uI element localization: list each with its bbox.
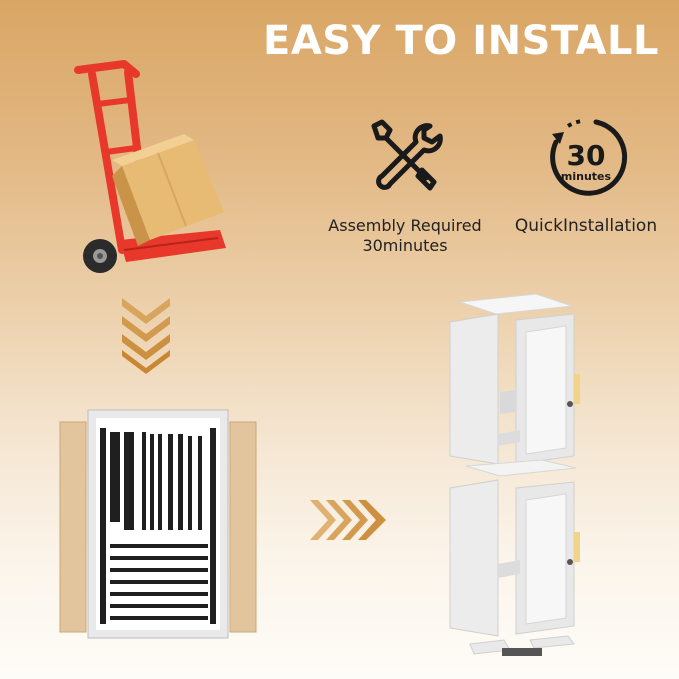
cardboard-box (112, 134, 224, 246)
down-arrow-chevrons (122, 298, 170, 374)
unboxed-parts-illustration (59, 409, 257, 639)
cabinet-lower-section (449, 479, 580, 637)
hand-truck-illustration (74, 60, 226, 273)
cabinet-top-panel (459, 293, 573, 315)
cart-wheel (83, 239, 117, 273)
quick-installation-label: QuickInstallation (514, 216, 658, 236)
timer-badge-number: 30 (567, 139, 606, 172)
assembly-label-line2: 30minutes (362, 236, 448, 255)
exploded-cabinet-illustration (449, 293, 580, 656)
cabinet-upper-section (449, 313, 580, 465)
cardboard-flap-right (230, 422, 256, 632)
cabinet-base (469, 635, 575, 656)
cardboard-flap-left (60, 422, 86, 632)
panel-stack (100, 428, 216, 624)
timer-30-icon: 30 minutes (550, 119, 628, 196)
feature-quick-installation: 30 minutes QuickInstallation (504, 112, 668, 236)
feature-assembly: Assembly Required 30minutes (312, 112, 498, 256)
headline: EASY TO INSTALL (263, 18, 659, 64)
timer-badge-unit: minutes (561, 170, 612, 183)
tools-icon (371, 119, 443, 191)
assembly-label-line1: Assembly Required (328, 216, 482, 235)
right-arrow-chevrons (310, 500, 386, 540)
